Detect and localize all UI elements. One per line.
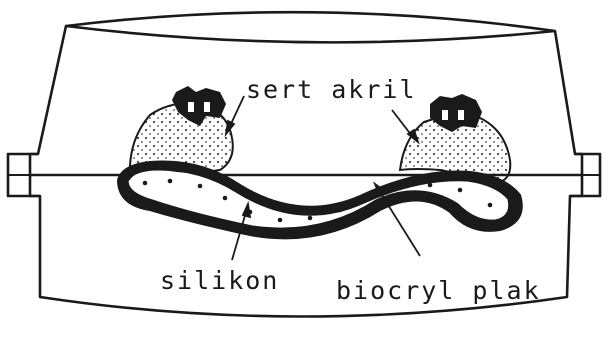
- arrow-hard-acrylic-left: [230, 96, 244, 126]
- arrow-hard-acrylic-right: [392, 110, 412, 136]
- label-biocryl-plate: biocryl plak: [336, 276, 541, 305]
- label-silicone: silikon: [160, 266, 279, 295]
- label-hard-acrylic: sert akril: [246, 75, 417, 104]
- flask-top-rim: [66, 26, 555, 42]
